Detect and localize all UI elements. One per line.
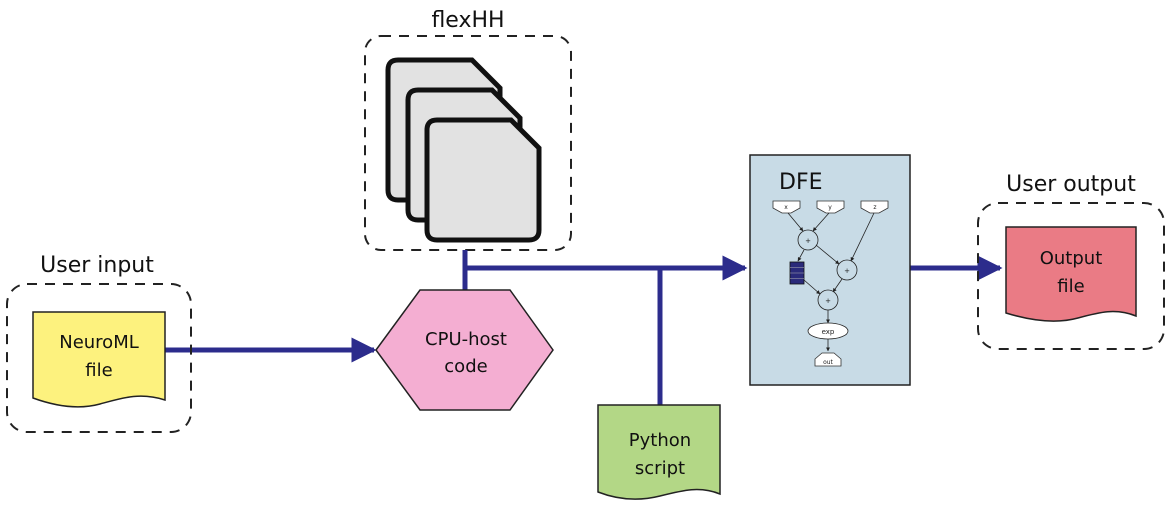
cpu-host-label-line2: code: [444, 356, 487, 377]
dfe-edge-add1-buffer: [797, 249, 805, 262]
flexhh-card-front: [424, 117, 542, 243]
python-script-shape: [597, 404, 721, 500]
neuroml-file-shape: [32, 311, 166, 408]
dfe-node-add2: [836, 259, 858, 281]
neuroml-label-line2: file: [85, 360, 112, 381]
neuroml-label-line1: NeuroML: [59, 332, 139, 353]
output-file-shape: [1005, 226, 1137, 322]
cpu-host-hexagon: [375, 289, 554, 411]
dfe-node-add1-label: +: [805, 237, 811, 245]
connector-lines: [165, 250, 1003, 405]
dfe-input-y-label: y: [828, 204, 832, 211]
dfe-edge-x-add1: [787, 212, 804, 232]
dfe-node-out: [814, 352, 842, 367]
output-label-line2: file: [1057, 276, 1084, 297]
dfe-edge-z-add2: [850, 212, 875, 262]
dfe-node-add3-label: +: [825, 297, 831, 305]
python-label-line1: Python: [629, 430, 691, 451]
dfe-edge-add2-add3: [832, 278, 843, 293]
python-label-line2: script: [635, 458, 685, 479]
dfe-edge-buffer-add3: [803, 279, 821, 295]
dfe-input-x-label: x: [784, 204, 788, 211]
flexhh-title: flexHH: [431, 8, 504, 33]
dfe-node-out-label: out: [823, 359, 833, 366]
dfe-dataflow-graph: x y z + + + exp out: [772, 200, 889, 367]
dfe-node-add2-label: +: [844, 267, 850, 275]
user-output-title: User output: [1006, 172, 1136, 197]
user-input-title: User input: [40, 253, 154, 278]
cpu-host-label-line1: CPU-host: [425, 329, 507, 350]
dfe-box: [749, 154, 911, 386]
flexhh-card-stack: [385, 57, 542, 243]
dfe-edge-add1-add2: [815, 244, 840, 265]
dfe-node-exp-label: exp: [822, 328, 835, 336]
dfe-edge-y-add1: [812, 212, 830, 232]
dfe-title: DFE: [779, 170, 823, 195]
user-input-group-border: [6, 283, 192, 433]
dfe-input-x: [772, 200, 801, 214]
dfe-input-z: [860, 200, 889, 214]
output-label-line1: Output: [1040, 248, 1103, 269]
user-output-group-border: [977, 202, 1165, 350]
dfe-node-add1: [797, 229, 819, 251]
flexhh-group-border: [364, 35, 572, 251]
dfe-input-y: [816, 200, 845, 214]
dfe-input-z-label: z: [873, 204, 876, 211]
